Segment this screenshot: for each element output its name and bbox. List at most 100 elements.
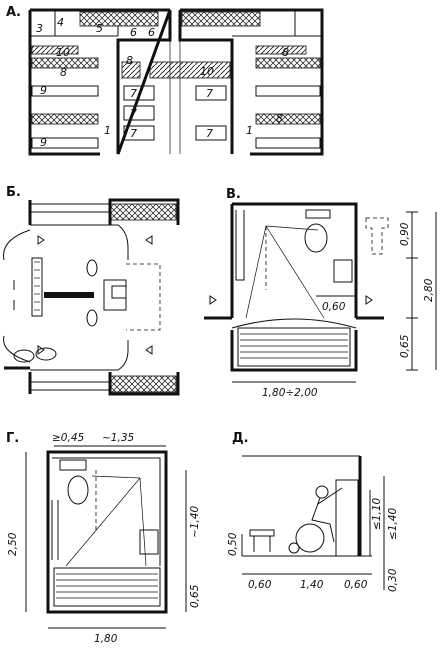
panel-a: А. 3	[6, 5, 324, 156]
panel-a-fixtures-row	[255, 113, 321, 125]
room-number: 8	[126, 54, 133, 67]
panel-a-cabin	[123, 105, 155, 121]
panel-v-dashed-fixture	[365, 217, 389, 255]
panel-g-tank	[59, 459, 87, 471]
panel-v-toilet	[304, 223, 328, 253]
dimension-label: ≤1,40	[387, 508, 399, 540]
dimension-label: 2,50	[7, 532, 19, 556]
panel-g: Г. ≥0,45 ~1,35 ~1,40 2,50 0,65 1,80	[6, 431, 201, 645]
panel-b: Б.	[3, 185, 180, 396]
room-number: 3	[36, 22, 43, 35]
panel-g-label: Г.	[6, 431, 19, 446]
panel-a-label: А.	[6, 5, 21, 20]
panel-a-cabin	[123, 125, 155, 141]
panel-g-sink	[139, 529, 159, 555]
panel-a-wash-bar	[149, 61, 231, 79]
arrow-icon	[365, 295, 373, 305]
panel-d-label: Д.	[232, 431, 249, 446]
dimension-label: 0,65	[189, 584, 201, 608]
panel-v-wall	[230, 202, 358, 372]
panel-g-sightline	[65, 475, 147, 567]
arrow-icon	[145, 345, 153, 355]
panel-a-cabins-top-left	[79, 11, 159, 27]
dimension-label: 1,40	[300, 579, 324, 591]
panel-a-wash-bar	[31, 45, 79, 55]
panel-a-wash-bar	[121, 61, 141, 79]
person-icon	[311, 487, 343, 543]
room-number: 4	[57, 16, 64, 29]
panel-a-fixtures-row	[31, 113, 99, 125]
room-number: 10	[200, 65, 214, 78]
panel-v: В. 0,90 2,80 0,60 0,65 1,80÷2,00	[204, 187, 437, 399]
panel-b-steps	[31, 257, 43, 317]
dimension-label: 1,80	[94, 633, 118, 645]
panel-a-right-wing-wall	[178, 8, 324, 156]
dimension-label: 0,30	[387, 568, 399, 592]
panel-v-door-line	[231, 318, 357, 329]
dimension-label: 2,80	[423, 278, 435, 302]
panel-b-door-arc	[30, 340, 129, 371]
panel-a-fixtures-row	[31, 57, 99, 69]
panel-a-bench	[31, 85, 99, 97]
room-number: 6	[130, 26, 137, 39]
wheelchair-icon	[35, 347, 57, 361]
room-number: 5	[96, 22, 103, 35]
room-number: 1	[246, 124, 253, 137]
panel-b-dashed-area	[126, 263, 161, 331]
wheelchair-icon	[295, 523, 325, 553]
panel-b-wheelchair	[111, 285, 127, 299]
panel-b-bench	[29, 203, 111, 213]
panel-a-bench	[31, 137, 99, 149]
panel-v-tank	[305, 209, 331, 219]
dimension-label: 0,50	[227, 532, 239, 556]
dimension-label: 0,90	[399, 222, 411, 246]
panel-a-bench	[255, 85, 321, 97]
dimension-label: ≤1,10	[371, 498, 383, 530]
panel-g-wall	[46, 450, 168, 614]
panel-b-toilet	[86, 259, 98, 277]
room-number: 9	[40, 136, 47, 149]
wheelchair-icon	[288, 542, 300, 554]
dimension-label: 1,80÷2,00	[262, 387, 318, 399]
dimension-label: ~1,40	[189, 506, 201, 538]
room-number: 8	[276, 112, 283, 125]
panel-b-cabin	[103, 279, 127, 311]
arrow-icon	[209, 295, 217, 305]
dimension-label: 0,60	[248, 579, 272, 591]
panel-a-wash-bar	[255, 45, 307, 55]
dimension-label: 0,65	[399, 334, 411, 358]
room-number: 7	[130, 87, 137, 100]
person-head-icon	[315, 485, 329, 499]
panel-b-door-arc	[30, 224, 129, 260]
panel-b-cabins	[109, 203, 177, 221]
panel-d-bench	[249, 529, 275, 537]
room-number: 8	[60, 66, 67, 79]
panel-v-rail	[235, 210, 245, 281]
dimension-label: ~1,35	[102, 432, 134, 444]
panel-b-toilet	[86, 309, 98, 327]
room-number: 7	[206, 87, 213, 100]
dimension-label: 0,60	[322, 301, 346, 313]
room-number: 7	[206, 127, 213, 140]
panel-v-sink	[333, 259, 353, 283]
arrow-icon	[37, 235, 45, 245]
room-number: 7	[130, 107, 137, 120]
panel-b-partition	[44, 292, 94, 298]
panel-g-bench	[53, 567, 161, 607]
room-number: 8	[282, 46, 289, 59]
panel-a-fixtures-row	[255, 57, 321, 69]
panel-a-cabin	[195, 125, 227, 141]
panel-v-bench	[237, 327, 351, 367]
panel-g-inner-wall	[52, 457, 161, 566]
panel-a-cabin	[123, 85, 155, 101]
panel-a-bench	[255, 137, 321, 149]
dimension-label: ≥0,45	[52, 432, 84, 444]
wheelchair-icon	[13, 349, 35, 363]
arrow-icon	[145, 235, 153, 245]
panel-g-toilet	[67, 475, 89, 505]
panel-a-cabin	[195, 85, 227, 101]
room-number: 6	[148, 26, 155, 39]
panel-v-sightline	[245, 225, 325, 319]
